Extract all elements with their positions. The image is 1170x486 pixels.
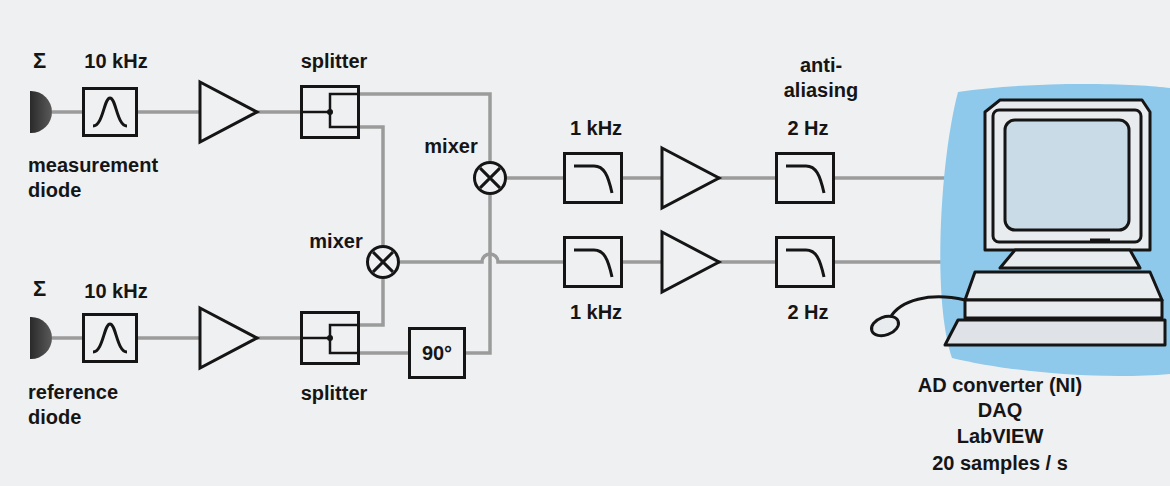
symbol-glyph [303,314,357,362]
node-label: 10 kHz [84,49,147,74]
lowpass-filter: 1 kHz [563,152,623,204]
node-label: splitter [301,49,368,74]
symbol-glyph [476,164,504,192]
computer-backdrop [940,84,1170,376]
node-label: 20 samples / s [932,451,1068,476]
node-label: DAQ [978,398,1022,423]
lowpass-curve [574,250,612,277]
symbol-glyph [85,90,135,134]
node-label: 1 kHz [570,116,622,141]
symbol-glyph [778,155,832,201]
amplifier-symbol [200,82,719,368]
symbol-glyph [85,316,135,360]
mixer-circle: mixer [473,161,507,195]
node-label: reference diode [28,380,158,430]
splitter-dot [327,109,333,115]
symbol-glyph [369,248,397,276]
sum-symbol: Σ [33,276,46,301]
node-label: AD converter (NI) [918,373,1082,398]
reference-diode: Σreference diode [30,317,52,359]
node-label: 90° [422,341,452,366]
mixer-cross [373,252,393,272]
lowpass-curve [574,166,612,193]
computer-illustration [869,100,1165,345]
splitter-box: splitter [300,311,360,365]
signal-wire [835,260,958,264]
node-label: 1 kHz [570,300,622,325]
symbol-glyph [303,88,357,136]
sum-symbol: Σ [33,48,46,73]
node-label: 10 kHz [84,279,147,304]
splitter-box: splitter [300,85,360,139]
node-label: 2 Hz [787,300,828,325]
antialiasing-filter: anti- aliasing2 Hz [775,152,835,204]
splitter-dot [327,335,333,341]
signal-wire [466,195,490,353]
computer: AD converter (NI)DAQLabVIEW20 samples / … [958,100,1163,362]
lowpass-curve [786,250,824,277]
antialiasing-filter: 2 Hz [775,236,835,288]
node-label: mixer [309,229,362,254]
signal-wire [52,336,82,340]
splitter-path [303,325,357,353]
lowpass-filter: 1 kHz [563,236,623,288]
node-label: anti- aliasing [771,53,871,103]
node-label: mixer [424,134,477,159]
signal-wire [360,127,383,245]
signal-wire [360,351,408,355]
bandpass-filter: 10 kHz [82,87,138,137]
node-label: 2 Hz [787,116,828,141]
symbol-glyph [778,239,832,285]
symbol-glyph [566,239,620,285]
node-label: measurement diode [28,153,178,203]
lowpass-curve [786,166,824,193]
mixer-circle: mixer [366,245,400,279]
splitter-path [303,94,357,127]
bandpass-filter: 10 kHz [82,313,138,363]
phase-shifter: 90° [408,327,466,379]
signal-wire [835,176,958,180]
mixer-cross [480,168,500,188]
node-label: splitter [301,381,368,406]
signal-wire [52,110,82,114]
bandpass-curve [93,324,127,352]
measurement-diode: Σmeasurement diode [30,91,52,133]
signal-wire [400,254,563,262]
signal-wire [360,279,383,325]
node-label: LabVIEW [957,424,1044,449]
signal-wire [507,176,563,180]
bandpass-curve [93,98,127,126]
symbol-glyph [566,155,620,201]
